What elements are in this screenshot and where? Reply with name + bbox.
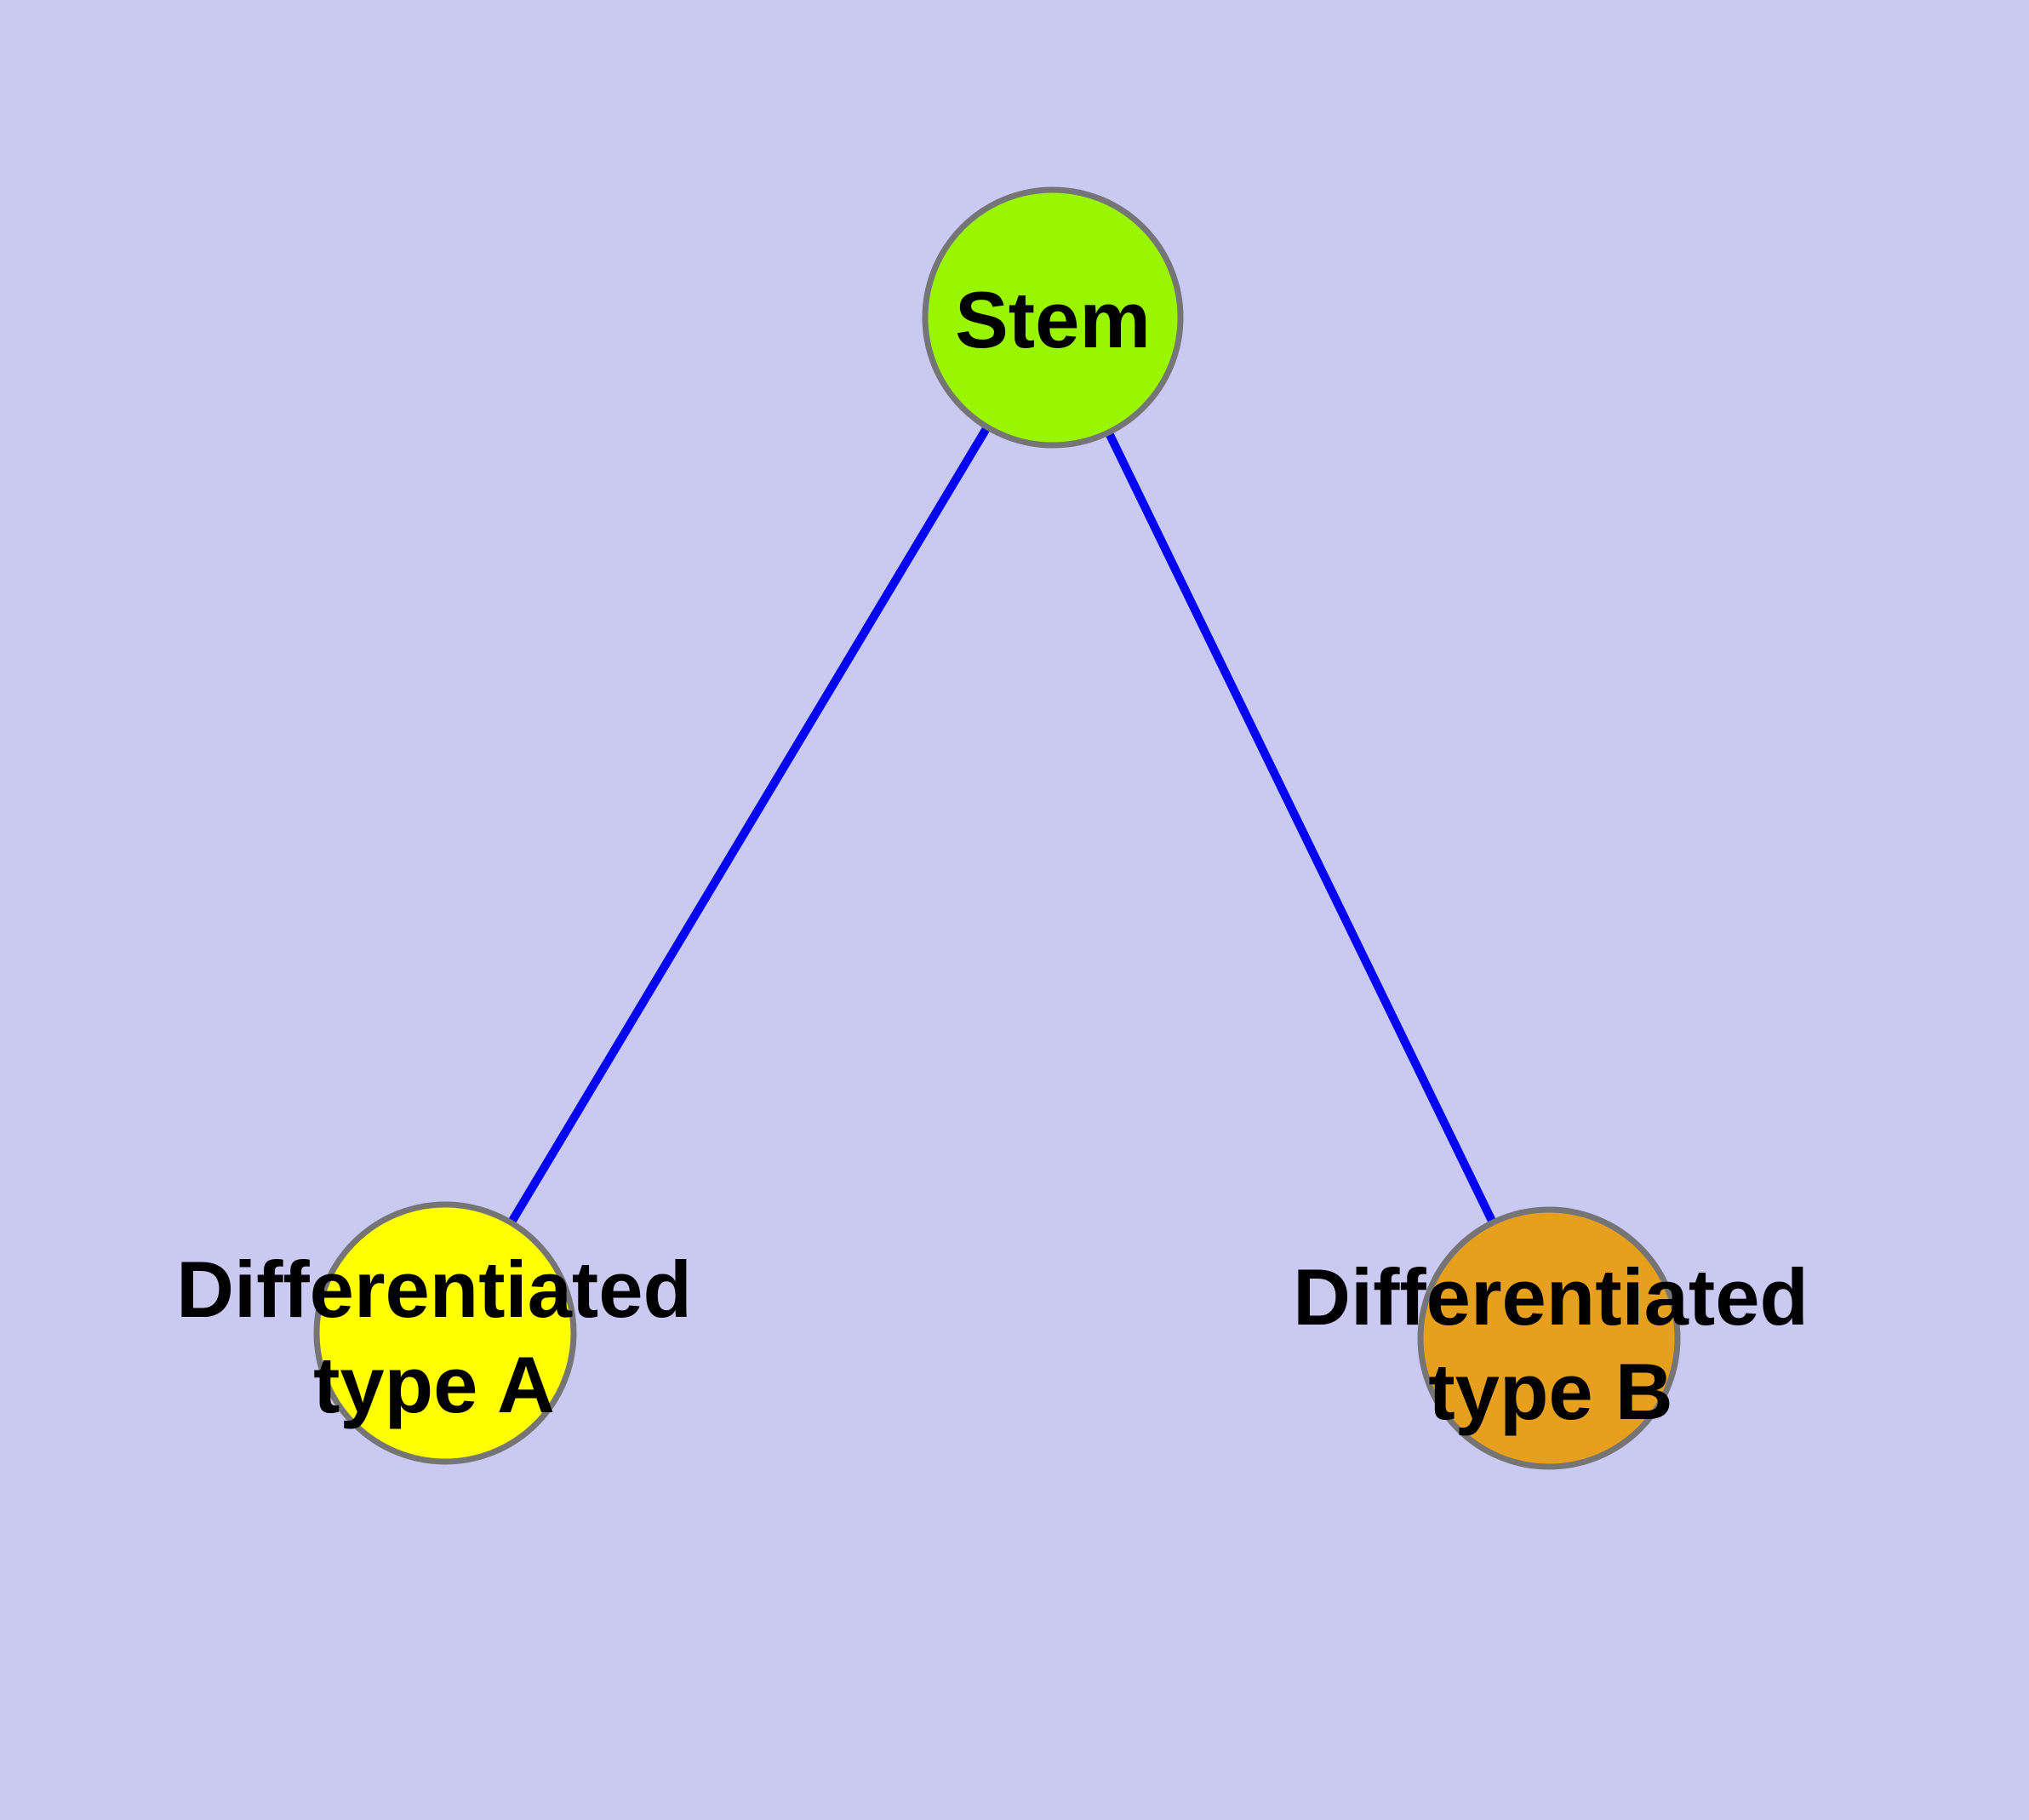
node-type-a-circle [313,1201,577,1465]
node-stem-label: Stem [955,275,1151,364]
node-stem-circle [922,186,1184,449]
node-type-b-label-line-2: type B [1428,1347,1672,1436]
edge-stem-to-type-b [1049,313,1553,1342]
node-type-a-label-line-2: type A [313,1340,555,1429]
edge-stem-to-type-a [441,313,1057,1337]
node-type-b-label-line-1: Differentiated [1293,1252,1809,1342]
node-type-b-circle [1417,1206,1681,1470]
node-type-a-label-line-1: Differentiated [176,1245,692,1334]
